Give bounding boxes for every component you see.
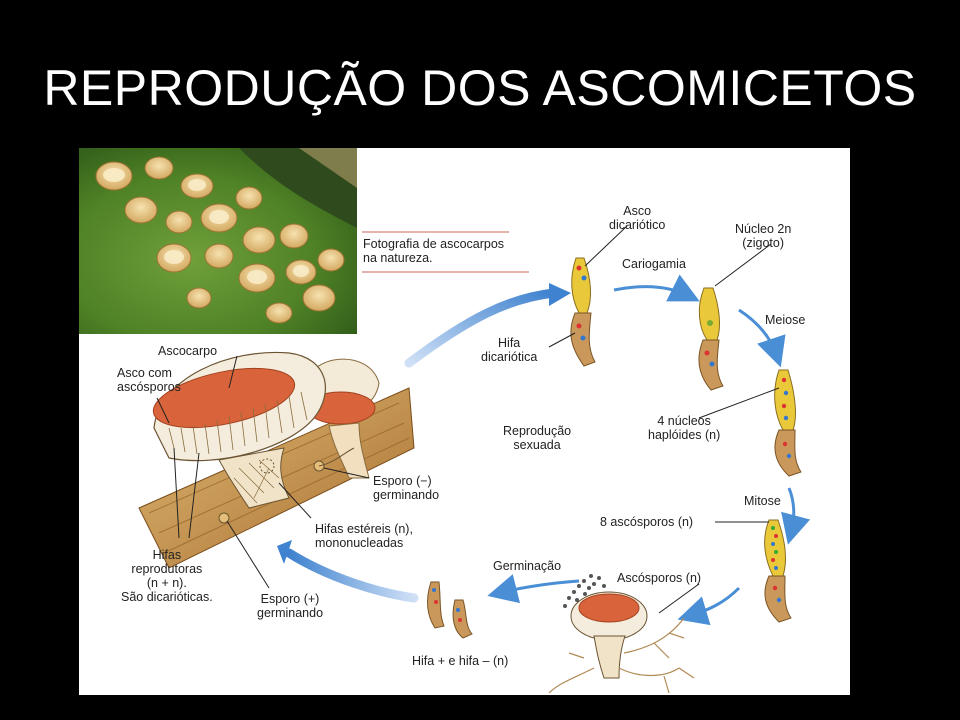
label-quatro-nucleos: 4 núcleos haplóides (n): [648, 414, 721, 442]
label-hifas-estereis: Hifas estéreis (n), mononucleadas: [315, 522, 413, 550]
label-hifa-mais-menos: Hifa + e hifa – (n): [412, 654, 509, 668]
germinating-hyphae: [427, 581, 473, 639]
life-cycle-drawing: [138, 225, 811, 694]
four-nuclei-ascus: [774, 369, 802, 477]
label-meiose: Meiose: [765, 313, 806, 327]
label-oito-ascosporos: 8 ascósporos (n): [600, 515, 694, 529]
zygote-ascus: [698, 287, 724, 391]
eight-ascospores-ascus: [764, 519, 792, 623]
label-esporo-minus: Esporo (−) germinando: [373, 474, 440, 502]
label-cariogamia: Cariogamia: [622, 257, 686, 271]
label-asco-dicariotico: Asco dicariótico: [609, 204, 666, 232]
label-mitose: Mitose: [744, 494, 781, 508]
ascomycete-life-cycle-figure: Fotografia de ascocarpos na natureza. As…: [79, 148, 850, 695]
label-hifa-dicariotica: Hifa dicariótica: [481, 336, 538, 364]
photo-caption: Fotografia de ascocarpos na natureza.: [363, 237, 505, 265]
label-nucleo-2n: Núcleo 2n (zigoto): [735, 222, 792, 250]
label-ascosporos: Ascósporos (n): [617, 571, 702, 585]
label-ascocarpo: Ascocarpo: [158, 344, 218, 358]
label-germinacao: Germinação: [493, 559, 562, 573]
releasing-ascocarp: [548, 574, 695, 694]
label-asco-com-ascosporos: Asco com ascósporos: [117, 366, 181, 394]
dicaryotic-ascus: [570, 257, 596, 367]
label-esporo-plus: Esporo (+) germinando: [257, 592, 324, 620]
label-reproducao-sexuada: Reprodução sexuada: [503, 424, 572, 452]
ascocarp-main: [152, 351, 355, 524]
ascocarp-photo: [79, 148, 357, 334]
label-hifas-reprodutoras: Hifas reprodutoras (n + n). São dicariót…: [121, 548, 213, 604]
slide-title: REPRODUÇÃO DOS ASCOMICETOS: [43, 60, 917, 116]
